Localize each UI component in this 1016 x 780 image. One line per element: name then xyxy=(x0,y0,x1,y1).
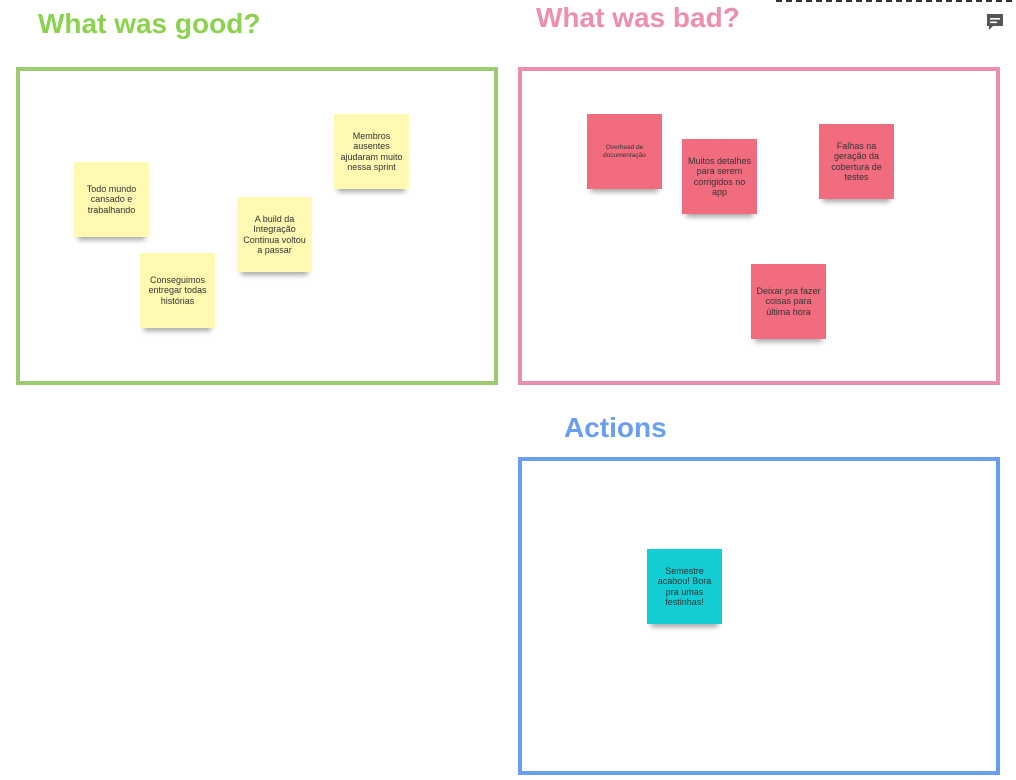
section-title-actions: Actions xyxy=(564,412,667,443)
sticky-note[interactable]: Muitos detalhes para serem corrigidos no… xyxy=(682,139,757,214)
sticky-note[interactable]: Membros ausentes ajudaram muito nessa sp… xyxy=(334,114,409,189)
sticky-note-text: Muitos detalhes para serem corrigidos no… xyxy=(687,155,752,198)
sticky-note[interactable]: Conseguimos entregar todas histórias xyxy=(140,253,215,328)
sticky-note-text: Deixar pra fazer coisas para última hora xyxy=(756,285,821,317)
selection-dashed-border xyxy=(776,0,1012,2)
frame-actions[interactable] xyxy=(518,457,1000,775)
sticky-note-text: Semestre acabou! Bora pra umas festinhas… xyxy=(657,565,712,608)
sticky-note[interactable]: Overhead de documentação xyxy=(587,114,662,189)
sticky-note[interactable]: Deixar pra fazer coisas para última hora xyxy=(751,264,826,339)
comment-icon[interactable] xyxy=(985,12,1005,32)
sticky-note-text: Membros ausentes ajudaram muito nessa sp… xyxy=(340,130,403,173)
sticky-note-text: A build da Integração Continua voltou a … xyxy=(243,213,306,256)
section-title-good: What was good? xyxy=(38,8,261,39)
sticky-note[interactable]: Todo mundo cansado e trabalhando xyxy=(74,162,149,237)
sticky-note[interactable]: Falhas na geração da cobertura de testes xyxy=(819,124,894,199)
sticky-note-text: Overhead de documentação xyxy=(603,143,646,159)
sticky-note-text: Falhas na geração da cobertura de testes xyxy=(831,140,882,183)
section-title-bad: What was bad? xyxy=(536,2,740,33)
sticky-note-text: Conseguimos entregar todas histórias xyxy=(148,274,207,306)
sticky-note[interactable]: Semestre acabou! Bora pra umas festinhas… xyxy=(647,549,722,624)
sticky-note[interactable]: A build da Integração Continua voltou a … xyxy=(237,197,312,272)
sticky-note-text: Todo mundo cansado e trabalhando xyxy=(86,183,137,215)
